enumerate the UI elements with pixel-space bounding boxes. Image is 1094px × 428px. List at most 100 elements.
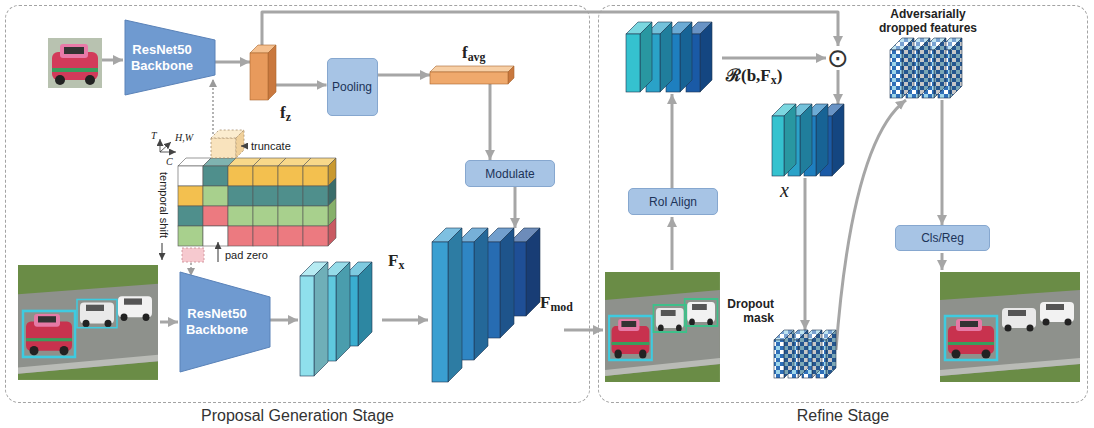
temporal-shift-grid	[278, 206, 303, 226]
feature-vector: favg	[430, 66, 514, 84]
slab	[626, 22, 652, 92]
annotation: truncate	[250, 140, 292, 153]
slab	[774, 330, 794, 378]
proposal-image	[609, 316, 652, 360]
process-box: Cls/Reg	[895, 225, 990, 251]
process-box-label: RoI Align	[649, 195, 697, 209]
mask-stack-label: Dropout mask	[720, 297, 774, 325]
axis-label: C	[165, 155, 174, 168]
stage-panel: Refine Stageℛ(b,Fx)⊙RoI AlignxDropout ma…	[598, 5, 1088, 403]
slab-face	[500, 228, 514, 338]
proposal-image	[653, 305, 686, 332]
truncated-cube	[211, 138, 236, 158]
slab-face	[950, 38, 962, 98]
backbone: ResNet50 Backbone	[180, 272, 270, 372]
temporal-shift-grid	[178, 158, 336, 246]
slab	[484, 228, 514, 338]
connector	[836, 100, 906, 350]
proposal-image	[605, 272, 720, 382]
feature-cuboid-shape	[250, 45, 276, 100]
temporal-shift-grid	[203, 186, 228, 206]
slab-face	[680, 22, 692, 92]
hadamard-operator: ⊙	[826, 46, 850, 70]
slab-face	[934, 38, 946, 98]
connector	[382, 319, 428, 322]
feature-stack-label: x	[780, 180, 789, 200]
proposal-image	[605, 272, 720, 382]
bar-face	[430, 66, 514, 72]
slab-face	[336, 262, 350, 361]
leader-arrow	[162, 146, 248, 262]
temporal-shift-grid	[303, 166, 328, 186]
search-image	[23, 311, 75, 357]
slab-face	[832, 104, 844, 176]
template-image	[60, 44, 88, 58]
backbone-shape	[180, 272, 270, 372]
slab-face	[526, 228, 540, 316]
slab-face	[902, 38, 914, 98]
slab-face	[700, 22, 712, 92]
axes	[160, 142, 171, 152]
process-box: RoI Align	[628, 188, 718, 215]
temporal-shift-grid	[178, 186, 203, 206]
subscript: avg	[468, 50, 486, 64]
slab-face	[816, 104, 828, 176]
feature-cuboid: fz	[250, 45, 276, 100]
slab-face	[474, 228, 488, 360]
template-image	[64, 47, 84, 54]
slab-face	[640, 22, 652, 92]
connector	[270, 319, 298, 322]
slab-face	[358, 262, 372, 346]
slab-face	[300, 276, 314, 376]
layout-arrow	[671, 217, 674, 270]
slab-face	[784, 104, 796, 176]
subscript: x	[398, 258, 404, 272]
slab	[458, 228, 488, 360]
temporal-shift-grid	[228, 166, 253, 186]
connector	[722, 57, 826, 60]
backbone-shape	[125, 20, 215, 95]
slab-face	[314, 262, 328, 376]
slab-face	[660, 22, 672, 92]
temporal-shift-grid	[253, 226, 278, 246]
feature-stack: x	[768, 104, 846, 178]
feature-vector-shape	[430, 66, 514, 84]
axes	[160, 152, 176, 153]
slab-face	[700, 22, 712, 92]
bar-face	[430, 72, 508, 84]
temporal-shift-grid	[278, 166, 303, 186]
feature-cuboid-label: fz	[280, 103, 291, 123]
dropped-feature-stack-label: Adversarially dropped features	[868, 7, 988, 35]
slab-face	[816, 104, 828, 176]
process-box-label: Pooling	[332, 80, 372, 94]
axis-label: H,W	[174, 131, 194, 144]
slab-face	[784, 330, 794, 378]
temporal-shift-grid	[228, 226, 253, 246]
subscript: x	[771, 73, 777, 87]
slab-face	[474, 228, 488, 360]
stage-panel-label: Refine Stage	[598, 407, 1088, 425]
temporal-shift-grid	[303, 186, 328, 206]
feature-stack-shape	[298, 262, 382, 382]
slab-face	[826, 330, 836, 378]
process-box: Pooling	[327, 58, 378, 116]
temporal-shift-grid	[303, 206, 328, 226]
padded-cube	[182, 248, 204, 262]
process-box-label: Modulate	[485, 167, 534, 181]
subscript: z	[286, 110, 291, 124]
template-image	[48, 38, 102, 88]
feature-stack: Fmod	[428, 228, 562, 383]
slab-face	[950, 38, 962, 98]
slab-face	[918, 38, 930, 98]
output-image	[940, 272, 1080, 382]
feature-stack: Fx	[298, 262, 382, 382]
output-image	[940, 272, 1080, 382]
connector	[215, 61, 250, 64]
slab-face	[500, 228, 514, 338]
slab	[890, 38, 914, 98]
leader-arrow	[218, 242, 219, 262]
slab-face	[798, 330, 808, 378]
leader-arrow	[162, 243, 163, 260]
connector	[276, 84, 327, 87]
